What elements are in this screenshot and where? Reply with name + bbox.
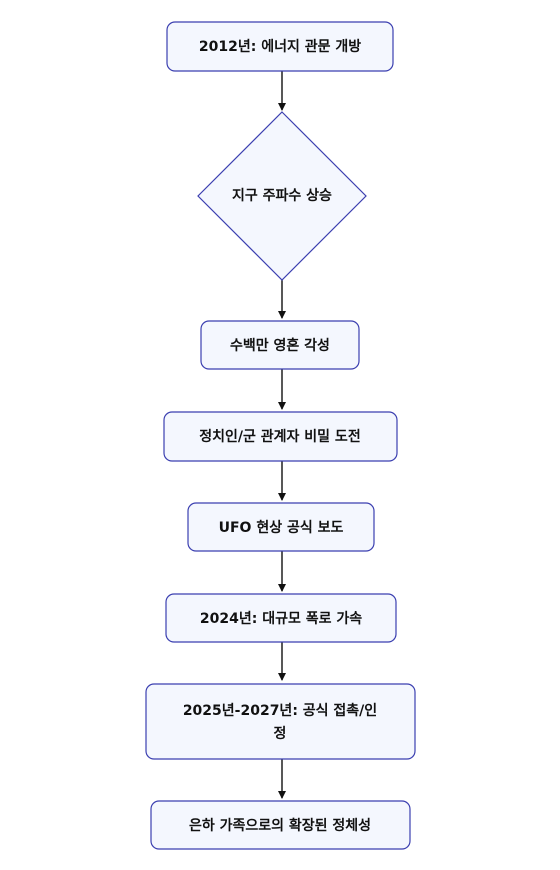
- node-frequency-rise[interactable]: 지구 주파수 상승: [197, 111, 367, 281]
- node-galactic-identity[interactable]: 은하 가족으로의 확장된 정체성: [150, 800, 411, 850]
- node-soul-awakening-label: 수백만 영혼 각성: [230, 337, 330, 354]
- node-official-contact-label-line1: 2025년-2027년: 공식 접촉/인: [183, 702, 377, 719]
- node-official-contact-label-line2: 정: [274, 725, 287, 742]
- node-ufo-report-box: [187, 502, 375, 552]
- node-energy-gateway-box: [166, 21, 394, 72]
- node-official-contact-box: [145, 683, 416, 760]
- node-frequency-rise-label: 지구 주파수 상승: [232, 188, 332, 204]
- node-frequency-rise-diamond: [197, 111, 367, 281]
- node-secret-challenge-box: [163, 411, 398, 462]
- node-disclosure-acceleration-box: [165, 593, 397, 643]
- node-galactic-identity-label: 은하 가족으로의 확장된 정체성: [189, 817, 371, 834]
- node-disclosure-acceleration-label: 2024년: 대규모 폭로 가속: [200, 611, 362, 627]
- node-ufo-report-label: UFO 현상 공식 보도: [219, 520, 344, 536]
- node-soul-awakening[interactable]: 수백만 영혼 각성: [200, 320, 360, 370]
- node-energy-gateway-label: 2012년: 에너지 관문 개방: [199, 38, 361, 55]
- node-soul-awakening-box: [200, 320, 360, 370]
- node-secret-challenge-label: 정치인/군 관계자 비밀 도전: [199, 428, 360, 445]
- node-ufo-report[interactable]: UFO 현상 공식 보도: [187, 502, 375, 552]
- node-energy-gateway[interactable]: 2012년: 에너지 관문 개방: [166, 21, 394, 72]
- node-secret-challenge[interactable]: 정치인/군 관계자 비밀 도전: [163, 411, 398, 462]
- node-galactic-identity-box: [150, 800, 411, 850]
- node-disclosure-acceleration[interactable]: 2024년: 대규모 폭로 가속: [165, 593, 397, 643]
- node-official-contact[interactable]: 2025년-2027년: 공식 접촉/인 정: [145, 683, 416, 760]
